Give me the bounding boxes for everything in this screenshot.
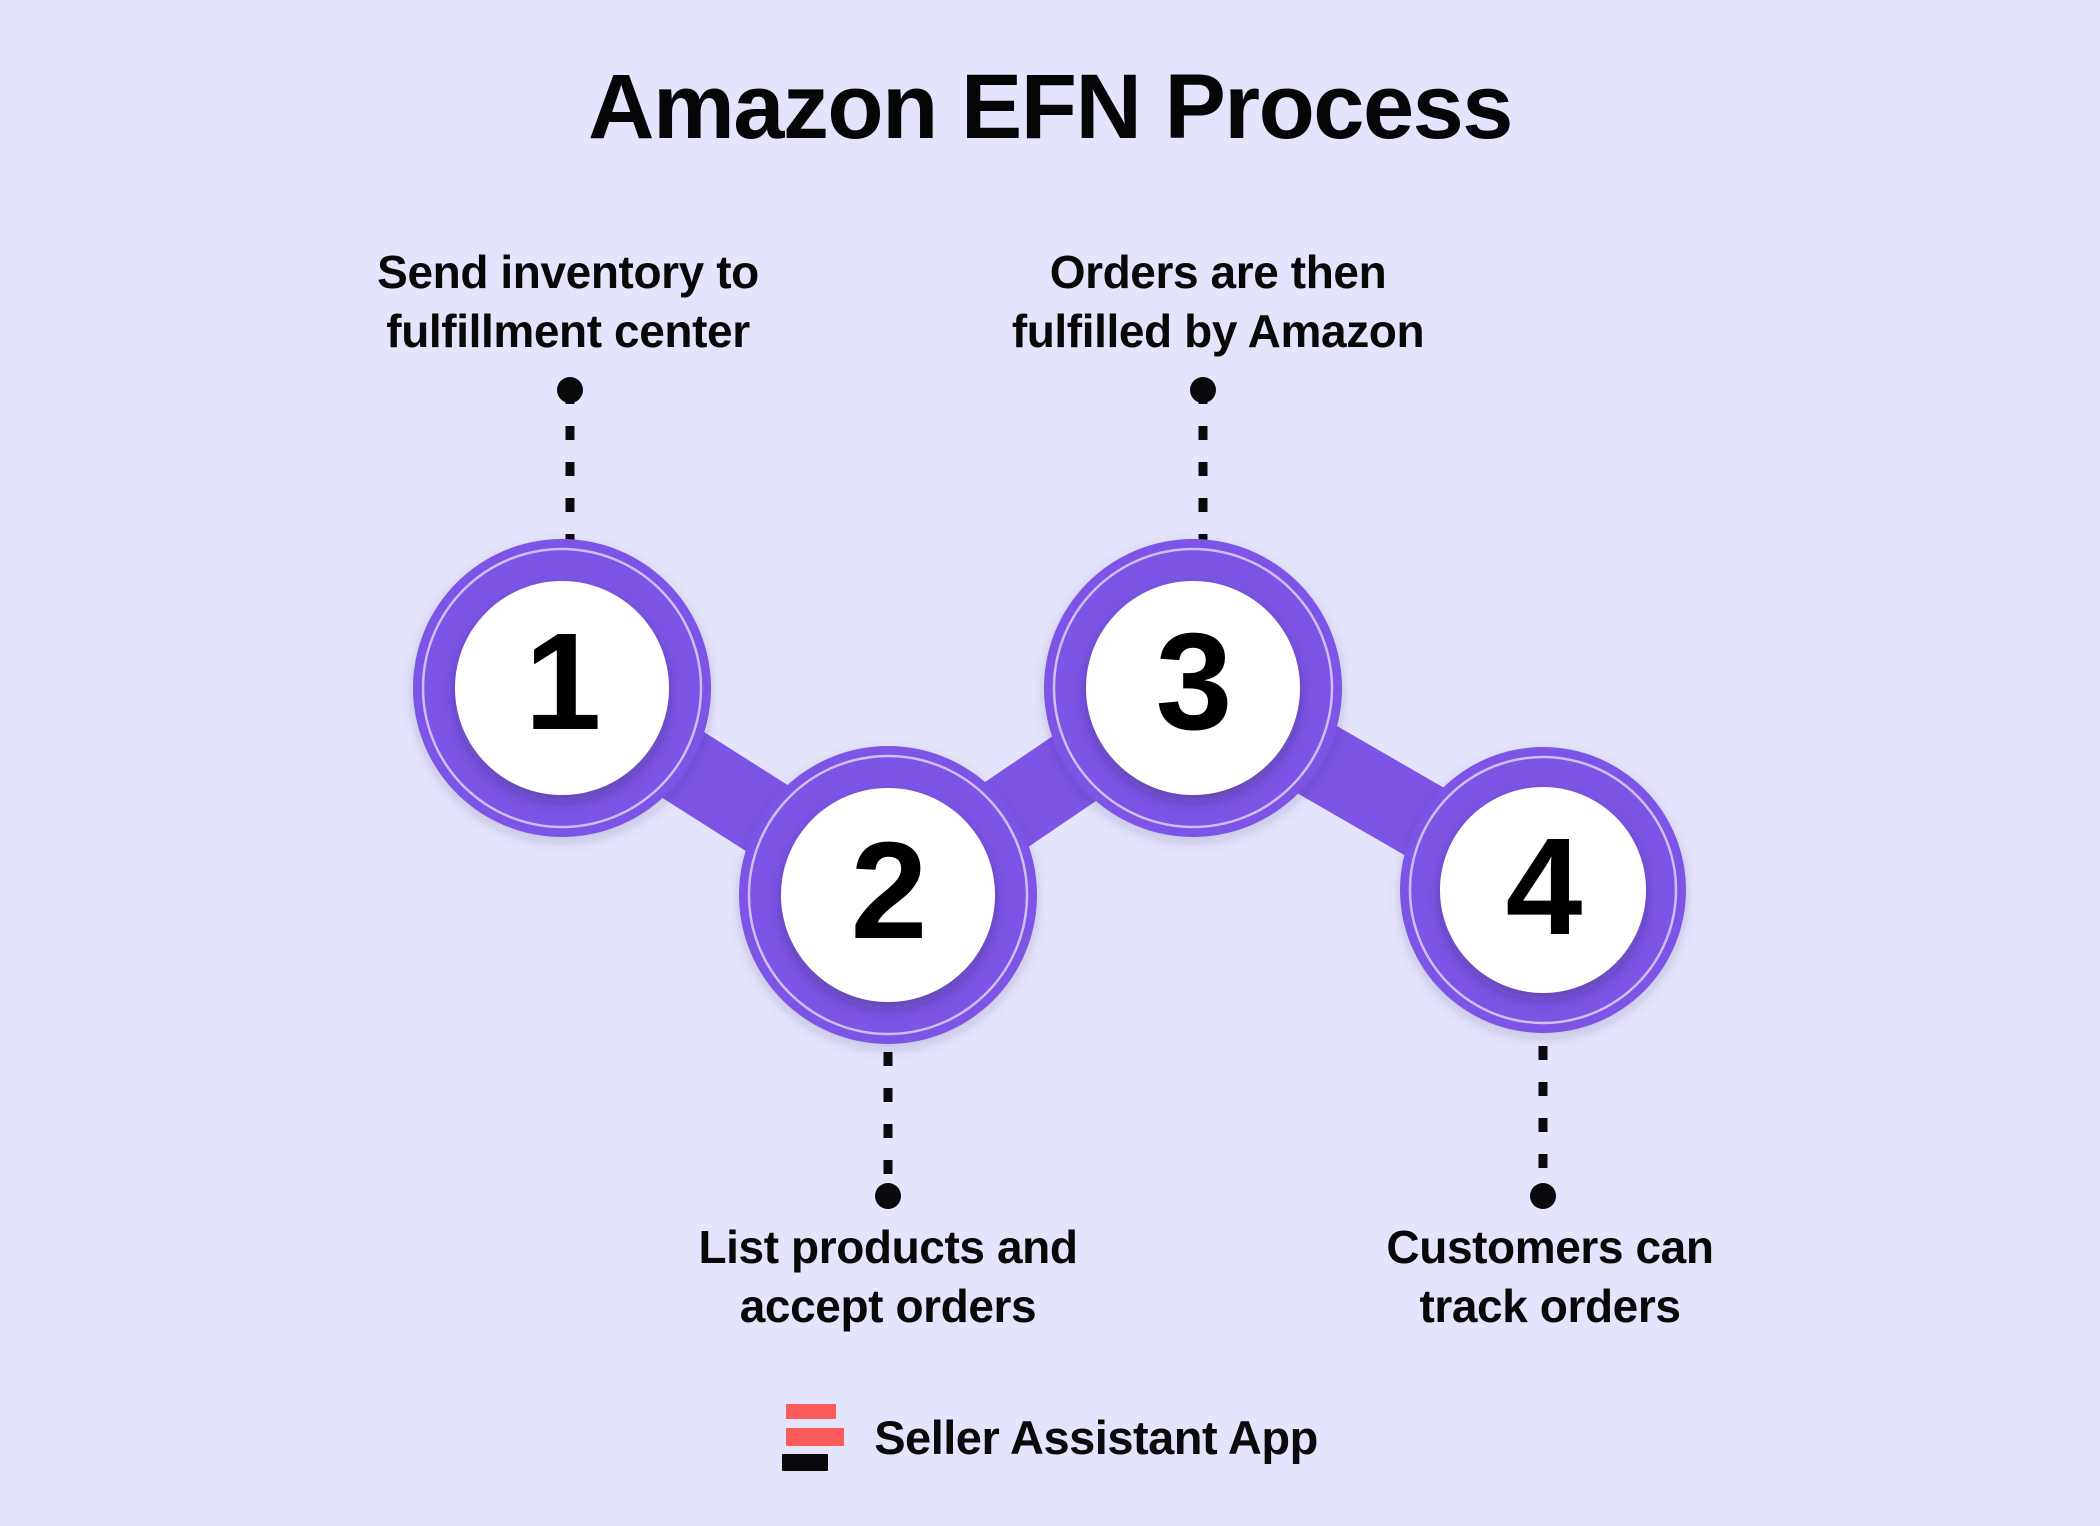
leader-lines: [557, 377, 1556, 1209]
logo-bar-bottom: [782, 1454, 829, 1471]
leader-dot-step-1: [557, 377, 583, 403]
step-node-3[interactable]: [1044, 539, 1342, 837]
step-circle-1: [455, 581, 669, 795]
leader-dot-step-2: [875, 1183, 901, 1209]
step-number-3: 3: [1155, 605, 1233, 759]
step-node-4[interactable]: [1400, 747, 1686, 1033]
step-ring-inner-stroke-2: [747, 754, 1029, 1036]
step-caption-3: Orders are then fulfilled by Amazon: [1011, 246, 1425, 357]
step-ring-inner-stroke-3: [1052, 547, 1334, 829]
step-ring-inner-stroke-1: [421, 547, 703, 829]
leader-dot-step-4: [1530, 1183, 1556, 1209]
step-caption-1: Send inventory to fulfillment center: [377, 246, 759, 357]
three-bars-logo-icon: [782, 1400, 848, 1474]
footer-brand: Seller Assistant App: [0, 1400, 2100, 1474]
logo-bar-middle: [786, 1428, 845, 1446]
brand-name: Seller Assistant App: [874, 1410, 1318, 1464]
step-node-2[interactable]: [739, 746, 1037, 1044]
logo-bar-top: [786, 1404, 837, 1419]
step-circle-4: [1440, 787, 1646, 993]
page-title: Amazon EFN Process: [588, 56, 1513, 158]
step-circle-2: [781, 788, 995, 1002]
step-number-2: 2: [850, 814, 928, 968]
step-caption-4: Customers can track orders: [1386, 1221, 1714, 1332]
leader-dot-step-3: [1190, 377, 1216, 403]
step-number-1: 1: [524, 605, 602, 759]
step-number-4: 4: [1505, 810, 1583, 964]
step-caption-2: List products and accept orders: [698, 1221, 1078, 1332]
step-circle-3: [1086, 581, 1300, 795]
step-node-1[interactable]: [413, 539, 711, 837]
step-ring-inner-stroke-4: [1408, 755, 1678, 1025]
